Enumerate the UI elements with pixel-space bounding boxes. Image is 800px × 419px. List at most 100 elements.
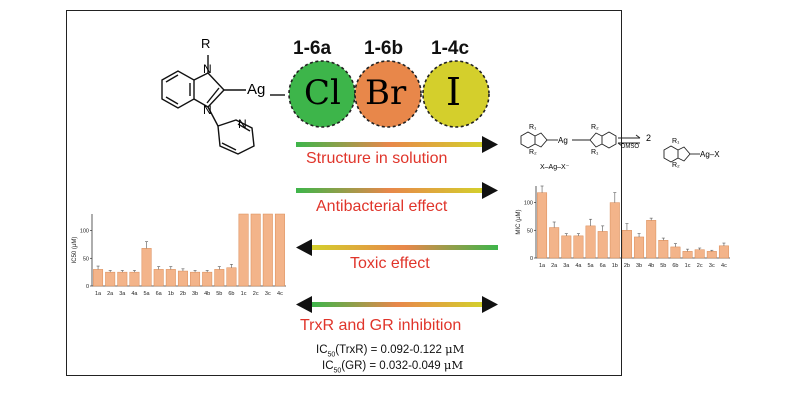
x-tick-label: 2a: [551, 263, 558, 269]
x-tick-label: 3b: [192, 291, 198, 297]
x-tick-label: 1c: [685, 263, 691, 269]
bar-5a: [585, 225, 596, 259]
inhibition-arrow-head-left: [296, 296, 312, 313]
halide-circles: [288, 60, 490, 128]
halide-i-symbol: I: [446, 70, 462, 114]
y-tick-label: 100: [80, 229, 89, 235]
inhibition-arrow-head-right: [482, 296, 498, 313]
bar-5a: [141, 248, 152, 287]
bar-4b: [202, 271, 213, 287]
x-tick-label: 1c: [241, 291, 247, 297]
ic50-gr-line: IC50(GR) = 0.032-0.049 μM: [322, 358, 464, 375]
bar-4c: [274, 213, 285, 287]
bar-3b: [190, 271, 201, 287]
process-arrows: [296, 136, 498, 313]
bar-3c: [262, 213, 273, 287]
y-tick-label: 0: [86, 284, 89, 290]
x-tick-label: 4a: [575, 263, 582, 269]
bar-6a: [597, 231, 608, 259]
eq-bridge: X–Ag–X⁻: [540, 164, 570, 171]
x-tick-label: 2c: [697, 263, 703, 269]
toxic-arrow-shaft: [312, 245, 498, 250]
x-tick-label: 4b: [204, 291, 210, 297]
pyridine-n-label: N: [238, 117, 247, 131]
x-tick-label: 5b: [660, 263, 666, 269]
eq-r2-monomer: R₂: [672, 162, 680, 169]
equilibrium-scheme: [520, 131, 700, 163]
x-tick-label: 2b: [624, 263, 630, 269]
inhibition-arrow-shaft: [312, 302, 482, 307]
ic50-trxr-line: IC50(TrxR) = 0.092-0.122 μM: [316, 342, 465, 359]
figure-frame: [66, 10, 622, 376]
antibacterial-arrow-head: [482, 182, 498, 199]
bar-6b: [226, 267, 237, 287]
y-tick-label: 100: [524, 201, 533, 207]
toxic-arrow-head: [296, 239, 312, 256]
bar-5b: [214, 269, 225, 287]
pyridine-ring: [217, 119, 255, 155]
y-tick-label: 50: [527, 228, 533, 234]
eq-r1-left: R₁: [529, 124, 537, 131]
bar-2b: [177, 270, 188, 287]
structure-arrow-head: [482, 136, 498, 153]
x-tick-label: 1a: [95, 291, 102, 297]
bar-1a: [93, 269, 104, 287]
bar-2b: [621, 230, 632, 259]
bar-1b: [165, 269, 176, 287]
x-tick-label: 1b: [612, 263, 618, 269]
y-tick-label: 50: [83, 256, 89, 262]
x-tick-label: 1a: [539, 263, 546, 269]
y-axis-label: IC50 (μM): [72, 237, 78, 264]
bar-4b: [646, 220, 657, 259]
x-tick-label: 4c: [277, 291, 283, 297]
series-head-b: 1-6b: [364, 38, 404, 59]
toxic-label: Toxic effect: [350, 255, 430, 272]
bar-2c: [694, 249, 705, 259]
eq-agx-monomer: Ag–X: [700, 150, 720, 159]
bar-5b: [658, 240, 669, 259]
x-tick-label: 5b: [216, 291, 222, 297]
x-tick-label: 3b: [636, 263, 642, 269]
halide-br-symbol: Br: [365, 73, 407, 113]
n2-label: N: [203, 103, 212, 117]
antibacterial-label: Antibacterial effect: [316, 198, 448, 215]
series-head-a: 1-6a: [293, 38, 332, 59]
eq-coef: 2: [646, 133, 652, 143]
bar-4c: [718, 245, 729, 259]
x-tick-label: 1b: [168, 291, 174, 297]
x-tick-label: 4c: [721, 263, 727, 269]
imidazole-ring: [193, 72, 225, 108]
benzimidazole-molecule: [161, 55, 285, 155]
x-tick-label: 2a: [107, 291, 114, 297]
bar-6a: [153, 269, 164, 287]
bar-2a: [549, 227, 560, 259]
x-tick-label: 2c: [253, 291, 259, 297]
x-tick-label: 3a: [563, 263, 570, 269]
eq-r1-monomer: R₁: [672, 138, 680, 145]
structure-arrow-shaft: [296, 142, 482, 147]
x-tick-label: 3c: [709, 263, 715, 269]
antibacterial-arrow-shaft: [296, 188, 482, 193]
x-tick-label: 3a: [119, 291, 126, 297]
eq-r2-right: R₂: [591, 124, 599, 131]
bar-3c: [706, 251, 717, 259]
bar-3a: [561, 235, 572, 259]
inhibition-label: TrxR and GR inhibition: [300, 317, 462, 334]
ag-label: Ag: [247, 81, 266, 98]
eq-ag-dimer: Ag: [558, 136, 568, 145]
n1-label: N: [203, 62, 212, 76]
y-axis-label: MIC (μM): [516, 209, 522, 234]
eq-r1-right: R₁: [591, 149, 599, 156]
x-tick-label: 2b: [180, 291, 186, 297]
x-tick-label: 6a: [600, 263, 607, 269]
halide-cl-symbol: Cl: [304, 73, 341, 113]
eq-dmso: DMSO: [621, 144, 639, 150]
r-group-label: R: [201, 36, 211, 51]
bar-2a: [105, 271, 116, 287]
x-tick-label: 6b: [672, 263, 678, 269]
series-head-c: 1-4c: [431, 38, 470, 59]
eq-r2-left: R₂: [529, 149, 537, 156]
bar-4a: [573, 235, 584, 259]
